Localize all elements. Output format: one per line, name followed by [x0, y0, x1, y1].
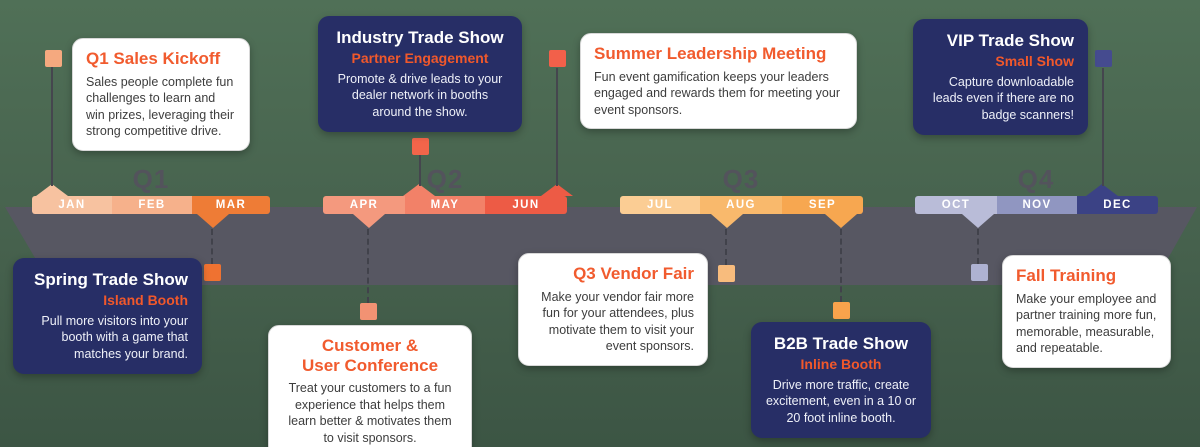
arrow-up-dec: [1086, 184, 1118, 196]
card-title: Q1 Sales Kickoff: [86, 49, 221, 68]
card-title: Fall Training: [1016, 266, 1117, 285]
card-title: Industry Trade Show: [336, 28, 504, 47]
event-card-industry-trade-show: Industry Trade Show Partner Engagement P…: [318, 16, 522, 133]
card-body: Pull more visitors into your booth with …: [41, 313, 188, 361]
card-title: B2B Trade Show: [773, 334, 909, 353]
month-oct: OCT: [915, 196, 997, 214]
event-card-b2b-trade-show: B2B Trade Show Inline Booth Drive more t…: [751, 322, 931, 439]
month-nov: NOV: [997, 196, 1077, 214]
card-subtitle: Small Show: [995, 52, 1074, 69]
month-mar: MAR: [192, 196, 270, 214]
month-strip-q4: OCT NOV DEC: [915, 196, 1158, 214]
card-subtitle: Partner Engagement: [351, 49, 489, 66]
month-jan: JAN: [32, 196, 112, 214]
card-title: Spring Trade Show: [34, 270, 188, 289]
event-card-vip-trade-show: VIP Trade Show Small Show Capture downlo…: [913, 19, 1088, 136]
card-body: Capture downloadable leads even if there…: [932, 74, 1074, 122]
event-card-fall-training: Fall Training Make your employee and par…: [1002, 255, 1171, 368]
card-body: Promote & drive leads to your dealer net…: [337, 71, 503, 119]
connector-line-aug: [725, 229, 727, 265]
connector-square-jan: [45, 50, 62, 67]
card-title: Customer & User Conference: [301, 336, 439, 375]
month-strip-q2: APR MAY JUN: [323, 196, 567, 214]
connector-square-may: [412, 138, 429, 155]
connector-line-sep: [840, 229, 842, 302]
card-title: Summer Leadership Meeting: [594, 44, 827, 63]
arrow-down-oct: [962, 214, 994, 228]
card-body: Fun event gamification keeps your leader…: [594, 69, 840, 117]
connector-square-sep: [833, 302, 850, 319]
month-strip-q1: JAN FEB MAR: [32, 196, 270, 214]
arrow-up-may: [403, 184, 435, 196]
quarter-label-q4: Q4: [1017, 164, 1055, 194]
arrow-up-jan: [36, 184, 68, 196]
event-card-summer-leadership-meeting: Summer Leadership Meeting Fun event gami…: [580, 33, 857, 130]
card-body: Drive more traffic, create excitement, e…: [765, 377, 917, 425]
month-apr: APR: [323, 196, 405, 214]
card-body: Make your vendor fair more fun for your …: [541, 289, 694, 354]
month-dec: DEC: [1077, 196, 1158, 214]
card-subtitle: Island Booth: [103, 291, 188, 308]
card-body: Treat your customers to a fun experience…: [288, 381, 452, 445]
connector-line-mar: [211, 229, 213, 264]
month-sep: SEP: [782, 196, 863, 214]
arrow-down-aug: [711, 214, 743, 228]
quarter-label-q1: Q1: [132, 164, 170, 194]
connector-line-jun: [556, 68, 558, 186]
connector-line-may: [419, 155, 421, 186]
connector-square-oct: [971, 264, 988, 281]
arrow-up-jun: [541, 184, 573, 196]
card-title: Q3 Vendor Fair: [573, 264, 694, 283]
event-card-q3-vendor-fair: Q3 Vendor Fair Make your vendor fair mor…: [518, 253, 708, 366]
month-strip-q3: JUL AUG SEP: [620, 196, 863, 214]
card-subtitle: Inline Booth: [800, 355, 882, 372]
event-card-q1-sales-kickoff: Q1 Sales Kickoff Sales people complete f…: [72, 38, 250, 151]
month-may: MAY: [405, 196, 485, 214]
quarter-label-q3: Q3: [722, 164, 760, 194]
month-jun: JUN: [485, 196, 567, 214]
connector-line-dec: [1102, 68, 1104, 186]
card-body: Sales people complete fun challenges to …: [86, 74, 234, 139]
arrow-down-apr: [353, 214, 385, 228]
arrow-down-mar: [197, 214, 229, 228]
arrow-down-sep: [825, 214, 857, 228]
card-body: Make your employee and partner training …: [1016, 291, 1157, 356]
connector-square-apr: [360, 303, 377, 320]
connector-square-aug: [718, 265, 735, 282]
event-card-customer-user-conference: Customer & User Conference Treat your cu…: [268, 325, 472, 447]
connector-square-mar: [204, 264, 221, 281]
month-jul: JUL: [620, 196, 700, 214]
connector-square-jun: [549, 50, 566, 67]
connector-line-oct: [977, 229, 979, 264]
connector-square-dec: [1095, 50, 1112, 67]
month-aug: AUG: [700, 196, 782, 214]
event-card-spring-trade-show: Spring Trade Show Island Booth Pull more…: [13, 258, 202, 375]
connector-line-jan: [51, 67, 53, 186]
connector-line-apr: [367, 229, 369, 303]
month-feb: FEB: [112, 196, 192, 214]
card-title: VIP Trade Show: [946, 31, 1074, 50]
